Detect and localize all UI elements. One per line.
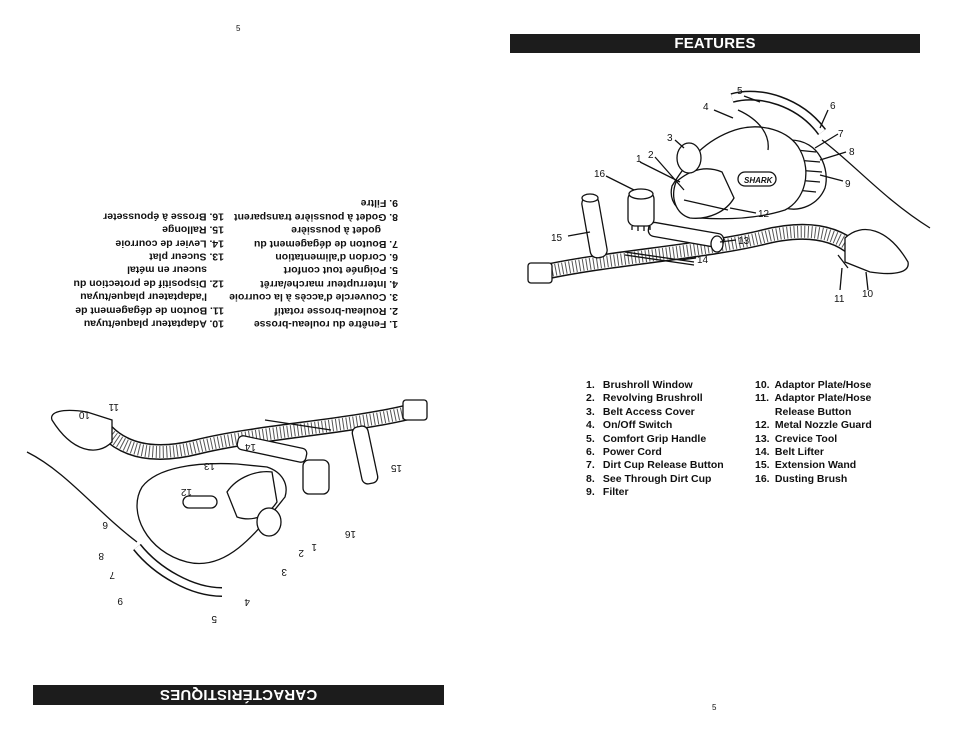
list-item: 14. Belt Lifter	[755, 446, 824, 459]
list-item: 6. Power Cord	[586, 446, 662, 459]
callout-10: 10	[862, 289, 874, 300]
callout-15: 15	[551, 233, 563, 244]
extension-wand	[581, 195, 608, 259]
callout-14: 14	[697, 255, 709, 266]
adaptor-plate	[844, 229, 909, 275]
callout-1: 1	[311, 541, 317, 552]
power-cord	[821, 139, 931, 229]
list-item: 16. Dusting Brush	[755, 472, 848, 485]
callout-11: 11	[834, 294, 845, 305]
features-list-col1: 1. Brushroll Window 2. Revolving Brushro…	[586, 379, 724, 500]
callout-8: 8	[98, 550, 104, 561]
callout-13: 13	[738, 236, 750, 247]
callout-12: 12	[758, 209, 770, 220]
callout-5: 5	[211, 613, 217, 624]
belt-access-cover	[676, 142, 702, 174]
callout-4: 4	[244, 596, 250, 607]
callout-4: 4	[703, 102, 709, 113]
callout-9: 9	[117, 595, 123, 606]
callout-3: 3	[667, 133, 673, 144]
callout-2: 2	[648, 150, 654, 161]
callout-7: 7	[838, 129, 844, 140]
callout-6-left: 6	[102, 519, 108, 530]
list-item: 13. Crevice Tool	[755, 432, 838, 445]
hose-end	[527, 262, 553, 284]
list-item: 4. On/Off Switch	[586, 419, 673, 432]
banner-title: FEATURES	[674, 35, 756, 52]
list-item: 12. Metal Nozzle Guard	[755, 419, 872, 432]
callout-5: 5	[737, 86, 743, 97]
callout-16: 16	[344, 528, 356, 539]
callout-2: 2	[298, 547, 304, 558]
callout-16: 16	[594, 169, 606, 180]
right-page-number: 5	[712, 703, 717, 712]
list-item: 7. Dirt Cup Release Button	[586, 459, 724, 472]
callout-15: 15	[390, 462, 402, 473]
callout-13: 13	[203, 460, 215, 471]
callout-9: 9	[845, 179, 851, 190]
callout-1: 1	[636, 154, 642, 165]
list-item: 5. Comfort Grip Handle	[586, 432, 707, 445]
product-logo: SHARK	[744, 176, 774, 185]
list-item: Release Button	[774, 405, 852, 418]
left-page-number: 5	[236, 24, 241, 33]
callout-7: 7	[109, 569, 115, 580]
nozzle	[673, 168, 735, 219]
callout-11: 11	[108, 401, 119, 412]
list-item: 11. Adaptor Plate/Hose	[755, 392, 872, 405]
features-list-col2: 10. Adaptor Plate/Hose 11. Adaptor Plate…	[755, 379, 872, 486]
list-item: 3. Belt Access Cover	[586, 405, 695, 418]
features-banner: FEATURES	[510, 34, 920, 53]
product-logo-badge	[737, 171, 777, 187]
list-item: 2. Revolving Brushroll	[586, 392, 703, 405]
list-item: 15. Extension Wand	[755, 459, 857, 472]
callout-3: 3	[281, 566, 287, 577]
list-item: 1. Brushroll Window	[586, 379, 693, 391]
callout-6: 6	[830, 101, 836, 112]
callout-8: 8	[849, 147, 855, 158]
callout-14: 14	[244, 441, 256, 452]
list-item: 9. Filter	[586, 486, 629, 499]
list-item: 8. See Through Dirt Cup	[586, 472, 712, 485]
callout-10: 10	[78, 409, 90, 420]
callout-12: 12	[180, 486, 192, 497]
list-item: 10. Adaptor Plate/Hose	[755, 379, 872, 391]
